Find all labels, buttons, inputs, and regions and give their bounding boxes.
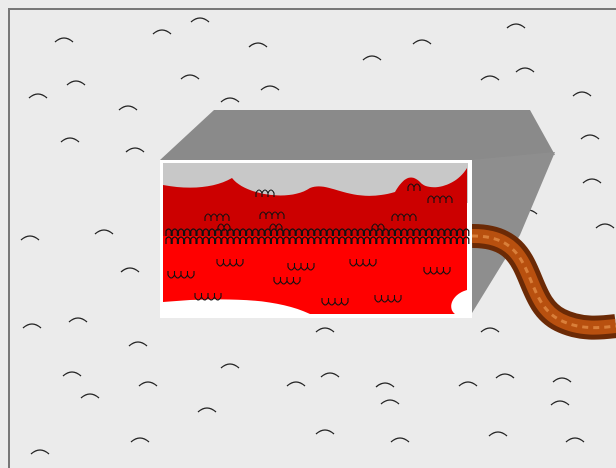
block-top-face bbox=[160, 110, 555, 160]
cross-section bbox=[163, 163, 469, 314]
